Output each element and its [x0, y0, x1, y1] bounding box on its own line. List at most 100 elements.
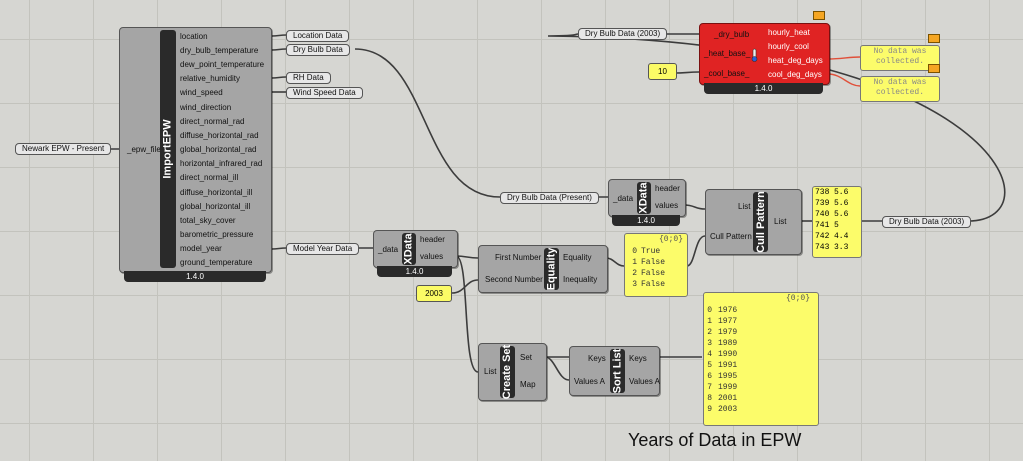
create-set-input-list: List: [484, 367, 497, 376]
dry-bulb-data-param[interactable]: Dry Bulb Data: [286, 44, 350, 56]
equality-panel-header: {0;0}: [658, 235, 683, 244]
xdata1-version: 1.4.0: [612, 215, 680, 226]
dry-bulb-2003-input-param[interactable]: Dry Bulb Data (2003): [578, 28, 668, 40]
cull-output-list: List: [774, 217, 787, 226]
xdata1-nickname: XData: [637, 182, 651, 214]
degree-days-component[interactable]: _dry_bulb _heat_base_ _cool_base_ hourly…: [699, 23, 830, 85]
output-ground-temperature: ground_temperature: [180, 258, 253, 267]
xdata-component-1[interactable]: _data XData header values: [608, 179, 686, 217]
xdata2-input: _data: [378, 245, 399, 254]
dry-bulb-2003-output-param[interactable]: Dry Bulb Data (2003): [882, 216, 972, 228]
degree-days-input-cool-base: _cool_base_: [704, 69, 750, 78]
sort-list-nickname: Sort List: [610, 348, 625, 394]
create-set-nickname: Create Set: [500, 344, 515, 400]
caption-title: Years of Data in EPW: [628, 430, 802, 450]
sort-list-component[interactable]: Keys Values A Sort List Keys Values A: [569, 346, 660, 396]
equality-component[interactable]: First Number Second Number Equality Equa…: [478, 245, 608, 293]
output-total-sky-cover: total_sky_cover: [180, 216, 236, 225]
output-global-horizontal-rad: global_horizontal_rad: [180, 145, 257, 154]
number-2003-value: 2003: [425, 289, 443, 298]
no-data-text-2: No data was collected.: [873, 78, 927, 97]
equality-output-inequality: Inequality: [563, 275, 598, 284]
sort-input-keys: Keys: [588, 354, 606, 363]
location-data-label: Location Data: [293, 31, 343, 40]
output-location: location: [180, 32, 208, 41]
no-data-text-1: No data was collected.: [873, 47, 927, 66]
xdata2-version: 1.4.0: [377, 266, 452, 277]
degree-days-warning-icon: [813, 11, 825, 20]
cull-pattern-nickname: Cull Pattern: [753, 191, 768, 253]
model-year-data-label: Model Year Data: [293, 244, 353, 253]
xdata-component-2[interactable]: _data XData header values: [373, 230, 458, 268]
cull-input-list: List: [738, 202, 751, 211]
xdata2-output-values: values: [420, 252, 444, 261]
number-2003-slider[interactable]: 2003: [416, 285, 452, 302]
output-wind-speed: wind_speed: [180, 88, 223, 97]
epw-source-param[interactable]: Newark EPW - Present: [15, 143, 112, 155]
xdata2-nickname: XData: [402, 233, 416, 265]
import-epw-component[interactable]: _epw_file ImportEPW location dry_bulb_te…: [119, 27, 272, 273]
import-epw-version: 1.4.0: [124, 271, 266, 282]
dry-bulb-present-param[interactable]: Dry Bulb Data (Present): [500, 192, 599, 204]
rh-data-param[interactable]: RH Data: [286, 72, 331, 84]
model-year-data-param[interactable]: Model Year Data: [286, 243, 360, 255]
degree-days-input-heat-base: _heat_base_: [704, 49, 751, 58]
epw-source-label: Newark EPW - Present: [22, 144, 105, 153]
degree-days-version: 1.4.0: [704, 83, 823, 94]
no-data-panel-2[interactable]: No data was collected.: [860, 76, 940, 102]
equality-output-equality: Equality: [563, 253, 592, 262]
sort-output-values: Values A: [629, 377, 660, 386]
equality-nickname: Equality: [544, 247, 559, 291]
sort-input-values: Values A: [574, 377, 605, 386]
degree-days-output-heat-deg-days: heat_deg_days: [768, 56, 823, 65]
create-set-output-map: Map: [520, 380, 536, 389]
number-10-slider[interactable]: 10: [648, 63, 677, 80]
wind-speed-data-param[interactable]: Wind Speed Data: [286, 87, 363, 99]
create-set-output-set: Set: [520, 353, 533, 362]
location-data-param[interactable]: Location Data: [286, 30, 350, 42]
degree-days-input-dry-bulb: _dry_bulb: [714, 30, 750, 39]
cull-input-pattern: Cull Pattern: [710, 232, 752, 241]
cull-pattern-component[interactable]: List Cull Pattern Cull Pattern List: [705, 189, 802, 255]
no-data-panel-1[interactable]: No data was collected.: [860, 45, 940, 71]
output-horizontal-infrared-rad: horizontal_infrared_rad: [180, 159, 263, 168]
xdata1-output-header: header: [655, 184, 680, 193]
output-diffuse-horizontal-rad: diffuse_horizontal_rad: [180, 131, 259, 140]
sort-output-keys: Keys: [629, 354, 647, 363]
years-panel-header: {0;0}: [785, 294, 810, 303]
import-epw-nickname: ImportEPW: [160, 30, 176, 268]
equality-input-second: Second Number: [485, 275, 543, 284]
xdata2-output-header: header: [420, 235, 445, 244]
create-set-component[interactable]: List Create Set Set Map: [478, 343, 547, 401]
dry-bulb-2003-output-label: Dry Bulb Data (2003): [889, 217, 965, 226]
output-dew-point-temperature: dew_point_temperature: [180, 60, 265, 69]
degree-days-output-cool-deg-days: cool_deg_days: [768, 70, 822, 79]
degree-days-output-hourly-cool: hourly_cool: [768, 42, 809, 51]
output-wind-direction: wind_direction: [180, 103, 232, 112]
dry-bulb-present-label: Dry Bulb Data (Present): [507, 193, 592, 202]
output-barometric-pressure: barometric_pressure: [180, 230, 254, 239]
dry-bulb-data-label: Dry Bulb Data: [293, 45, 343, 54]
xdata1-input: _data: [613, 194, 634, 203]
wind-speed-data-label: Wind Speed Data: [293, 88, 356, 97]
degree-days-icon: [750, 48, 760, 62]
